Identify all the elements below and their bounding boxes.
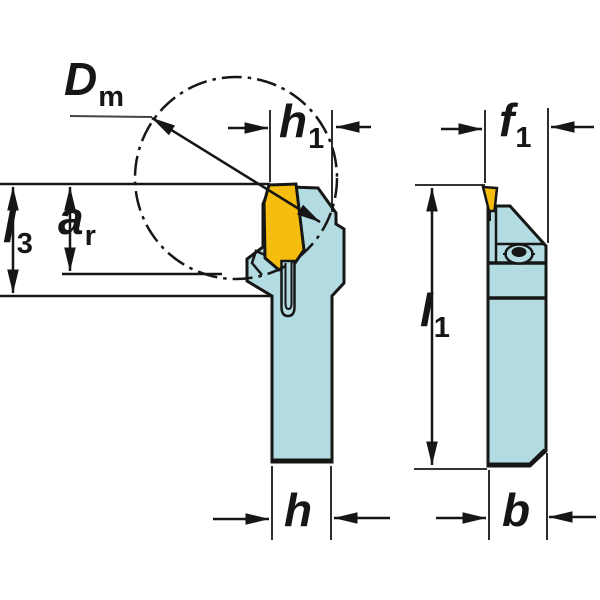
label-shank-height-h: h <box>284 487 313 533</box>
dm-leader-line <box>69 115 153 118</box>
cutting-insert-side <box>262 182 306 272</box>
label-dm-sub: m <box>98 81 125 113</box>
side-view <box>0 75 346 464</box>
clamp-pin <box>280 259 296 318</box>
label-l1-main: l <box>420 284 433 336</box>
label-dm-main: D <box>64 53 98 105</box>
label-shank-width-b: b <box>502 487 531 533</box>
label-ar-sub: r <box>84 220 96 252</box>
label-b-main: b <box>502 484 531 536</box>
label-l3-sub: 3 <box>16 228 33 260</box>
cutting-insert-front <box>481 185 499 213</box>
label-h1-main: h <box>279 95 308 147</box>
label-f1-main: f <box>499 94 515 146</box>
label-l3-main: l <box>3 200 16 252</box>
label-head-width-h1: h1 <box>279 95 324 154</box>
label-h1-sub: 1 <box>308 123 325 155</box>
label-tool-length-l1: l1 <box>420 284 450 343</box>
label-h-main: h <box>284 484 313 536</box>
clamp-pin-slot <box>284 263 293 311</box>
dimension-lines <box>7 108 596 540</box>
diameter-arrow-line <box>151 116 321 224</box>
label-overhang-l3: l3 <box>3 200 33 259</box>
label-ar-main: a <box>58 192 84 244</box>
label-f1-sub: 1 <box>515 122 532 154</box>
label-l1-sub: 1 <box>433 312 450 344</box>
label-insert-offset-f1: f1 <box>499 94 531 153</box>
machined-diameter-circle <box>133 75 339 281</box>
label-cut-depth-ar: ar <box>58 192 96 251</box>
clamp-screw-socket <box>511 247 527 257</box>
front-view <box>481 185 548 468</box>
body-bottom-edge <box>488 448 547 467</box>
insert-seat-notch <box>250 249 266 276</box>
label-machined-diameter: Dm <box>64 53 124 112</box>
